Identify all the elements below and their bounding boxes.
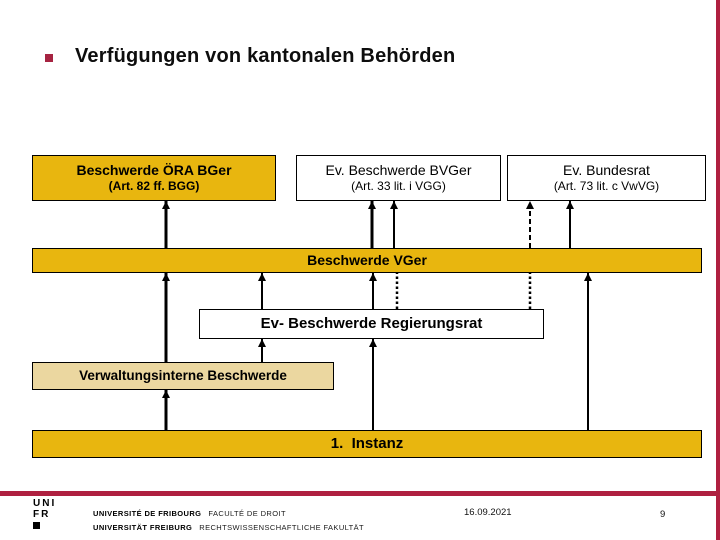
node-label: Beschwerde VGer	[307, 251, 427, 268]
node-label: Beschwerde ÖRA BGer	[76, 161, 232, 178]
logo-text-fr: FR	[33, 509, 51, 520]
node-beschwerde-oera-bger: Beschwerde ÖRA BGer (Art. 82 ff. BGG)	[32, 155, 276, 201]
node-label: Verwaltungsinterne Beschwerde	[79, 367, 287, 383]
slide-page-number: 9	[660, 509, 666, 520]
footer-accent-line	[0, 491, 720, 496]
page-title: Verfügungen von kantonalen Behörden	[75, 45, 456, 67]
node-ev-bundesrat: Ev. Bundesrat (Art. 73 lit. c VwVG)	[507, 155, 706, 201]
node-ev-beschwerde-regierungsrat: Ev- Beschwerde Regierungsrat	[199, 309, 544, 339]
node-sublabel: (Art. 73 lit. c VwVG)	[553, 179, 660, 194]
slide-date: 16.09.2021	[464, 507, 512, 518]
node-sublabel: (Art. 33 lit. i VGG)	[351, 179, 446, 194]
node-label: Ev. Beschwerde BVGer	[325, 161, 472, 178]
node-ev-beschwerde-bvger: Ev. Beschwerde BVGer (Art. 33 lit. i VGG…	[296, 155, 501, 201]
node-label: 1. Instanz	[330, 434, 404, 452]
title-bullet-icon	[45, 54, 53, 62]
node-verwaltungsinterne-beschwerde: Verwaltungsinterne Beschwerde	[32, 362, 334, 390]
logo-text-uni: UNI	[33, 498, 57, 509]
node-beschwerde-vger: Beschwerde VGer	[32, 248, 702, 273]
node-label: Ev. Bundesrat	[563, 161, 650, 178]
node-erste-instanz: 1. Instanz	[32, 430, 702, 458]
node-sublabel: (Art. 82 ff. BGG)	[108, 179, 200, 194]
logo-square-icon	[33, 522, 40, 529]
right-accent-bar	[716, 0, 720, 540]
node-label: Ev- Beschwerde Regierungsrat	[260, 314, 483, 332]
unifr-logo: UNI FR	[33, 498, 56, 529]
